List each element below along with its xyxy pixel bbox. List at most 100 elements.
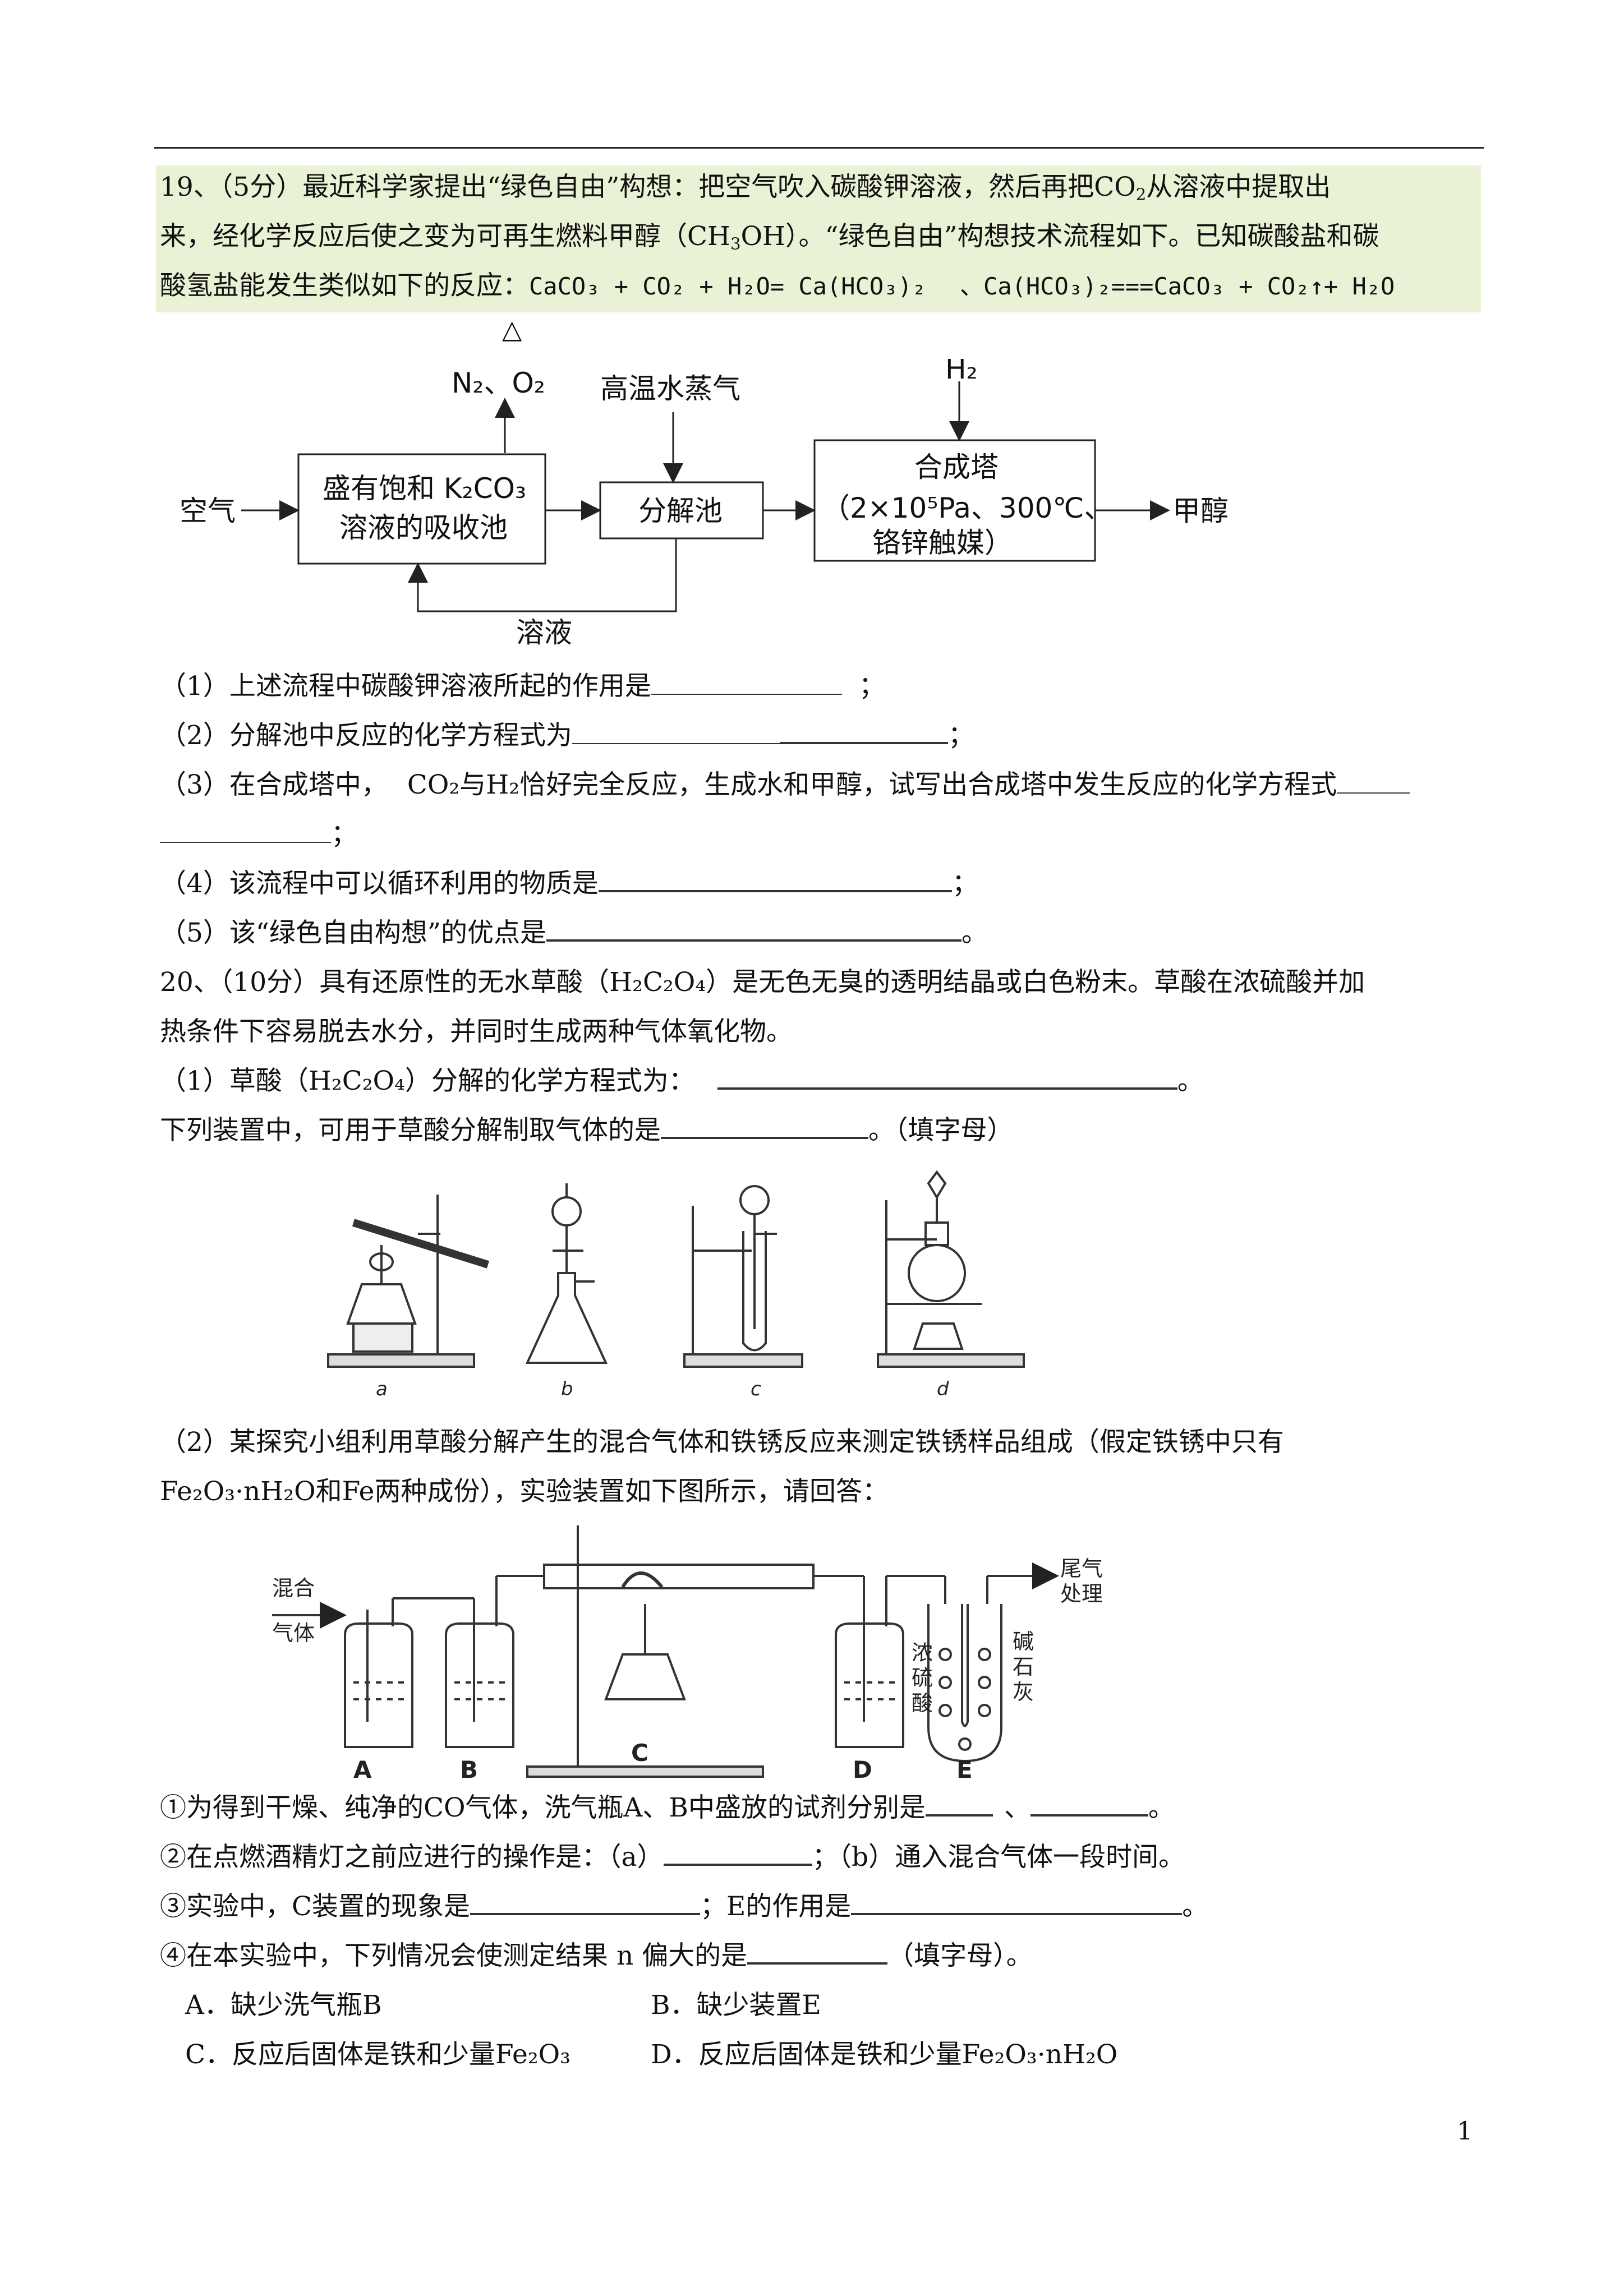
item-4-text-2: （填字母）。 xyxy=(887,1940,1033,1971)
green-freedom-flowchart: 空气 N₂、O₂ 盛有饱和 K₂CO₃ 溶液的吸收池 高温水蒸气 分解池 H₂ … xyxy=(180,359,1229,649)
q19-line-2: 来，经化学反应后使之变为可再生燃料甲醇（CH3OH）。“绿色自由”构想技术流程如… xyxy=(160,212,1481,268)
q19-line-3: 酸氢盐能发生类似如下的反应：CaCO₃ + CO₂ + H₂O= Ca(HCO₃… xyxy=(160,261,1481,311)
item-3-text: ③实验中，C装置的现象是 xyxy=(160,1891,470,1922)
tower-label-3: 铬锌触媒） xyxy=(872,527,1013,559)
heat-symbol: △ xyxy=(502,314,522,344)
punctuation: 。 xyxy=(1148,1792,1175,1823)
punctuation: 。 xyxy=(1182,1891,1209,1922)
q19-sub-2-text: （2）分解池中反应的化学方程式为 xyxy=(160,720,572,751)
answer-blank[interactable] xyxy=(717,1059,1177,1090)
reaction-tube-c xyxy=(526,1525,815,1778)
q19-sub-5-text: （5）该“绿色自由构想”的优点是 xyxy=(160,918,546,948)
n2-o2-label: N₂、O₂ xyxy=(452,367,545,399)
q20-sub-1-text: （1）草酸（H₂C₂O₄）分解的化学方程式为： xyxy=(160,1066,695,1096)
q20-item-1: ①为得到干燥、纯净的CO气体，洗气瓶A、B中盛放的试剂分别是、。 xyxy=(160,1783,1481,1833)
answer-blank[interactable] xyxy=(747,1934,888,1965)
punctuation: ； xyxy=(951,868,978,899)
q20-item-2: ②在点燃酒精灯之前应进行的操作是：（a） ；（b）通入混合气体一段时间。 xyxy=(160,1833,1481,1882)
mixed-gas-label-2: 气体 xyxy=(272,1621,315,1645)
page-number: 1 xyxy=(1457,2117,1473,2146)
option-c[interactable]: C．反应后固体是铁和少量Fe₂O₃ xyxy=(185,2039,571,2070)
conc-sulfuric-acid-2: 硫 xyxy=(912,1666,933,1690)
tail-gas-label-2: 处理 xyxy=(1060,1582,1103,1606)
punctuation: 。 xyxy=(1177,1066,1204,1096)
item-1-text: ①为得到干燥、纯净的CO气体，洗气瓶A、B中盛放的试剂分别是 xyxy=(160,1792,926,1823)
top-rule xyxy=(154,147,1484,149)
tower-label-2: （2×10⁵Pa、300℃、 xyxy=(822,492,1112,524)
q19-text: 从溶液中提取出 xyxy=(1146,172,1331,202)
q19-sub-1: （1）上述流程中碳酸钾溶液所起的作用是； xyxy=(160,662,1481,711)
q19-text: 19、（5分）最近科学家提出“绿色自由”构想：把空气吹入碳酸钾溶液，然后再把 xyxy=(160,172,1094,202)
u-tube-e xyxy=(927,1604,1002,1763)
methanol-label: 甲醇 xyxy=(1172,495,1229,527)
q20-sub-2-line-1: （2）某探究小组利用草酸分解产生的混合气体和铁锈反应来测定铁锈样品组成（假定铁锈… xyxy=(160,1427,1284,1458)
punctuation: ； xyxy=(858,671,885,702)
label-b: b xyxy=(561,1378,573,1400)
wash-bottle-b xyxy=(445,1576,514,1748)
answer-blank[interactable] xyxy=(663,1836,812,1866)
absorber-label-2: 溶液的吸收池 xyxy=(339,511,508,544)
q19-sub-3: （3）在合成塔中， CO₂与H₂恰好完全反应，生成水和甲醇，试写出合成塔中发生反应… xyxy=(160,760,1481,810)
label-D: D xyxy=(853,1756,872,1783)
soda-lime-1: 碱 xyxy=(1013,1629,1034,1654)
q20-sub-2-line-2: Fe₂O₃·nH₂O和Fe两种成份），实验装置如下图所示，请回答： xyxy=(160,1476,889,1507)
label-C: C xyxy=(631,1739,648,1767)
decomposer-label: 分解池 xyxy=(638,495,723,527)
punctuation: ； xyxy=(331,819,357,850)
tail-gas-label-1: 尾气 xyxy=(1060,1556,1103,1581)
answer-blank[interactable] xyxy=(598,862,952,892)
option-b[interactable]: B．缺少装置E xyxy=(651,1990,821,2021)
q20-device-question: 下列装置中，可用于草酸分解制取气体的是 。（填字母） xyxy=(160,1106,1481,1155)
soda-lime-2: 石 xyxy=(1013,1654,1034,1679)
steam-label: 高温水蒸气 xyxy=(600,372,740,405)
answer-blank[interactable] xyxy=(851,1885,1183,1915)
apparatus-d xyxy=(877,1170,1025,1368)
apparatus-c xyxy=(683,1185,803,1368)
solution-label: 溶液 xyxy=(516,616,572,649)
answer-blank[interactable] xyxy=(925,1786,993,1816)
q20-line-2: 热条件下容易脱去水分，并同时生成两种气体氧化物。 xyxy=(160,1016,793,1047)
punctuation: ； xyxy=(947,720,974,751)
q19-text: 来，经化学反应后使之变为可再生燃料甲醇（CH xyxy=(160,221,730,252)
item-2-text: ②在点燃酒精灯之前应进行的操作是：（a） xyxy=(160,1842,664,1873)
apparatus-b xyxy=(525,1183,608,1364)
device-question-end: 。（填字母） xyxy=(868,1115,1014,1146)
punctuation: 。 xyxy=(961,918,988,948)
q20-item-4: ④在本实验中，下列情况会使测定结果 n 偏大的是（填字母）。 xyxy=(160,1931,1481,1981)
answer-blank[interactable] xyxy=(1337,764,1410,794)
answer-blank[interactable] xyxy=(470,1885,700,1915)
answer-blank[interactable] xyxy=(1030,1786,1148,1816)
mixed-gas-label-1: 混合 xyxy=(272,1576,315,1601)
subscript: 3 xyxy=(730,234,741,253)
answer-blank[interactable] xyxy=(661,1109,868,1139)
question-19-highlight xyxy=(156,165,1481,312)
label-A: A xyxy=(353,1756,372,1783)
conc-sulfuric-acid-1: 浓 xyxy=(912,1640,933,1665)
apparatus-options-figure: a b c d xyxy=(327,1170,1025,1400)
absorber-label-1: 盛有饱和 K₂CO₃ xyxy=(323,472,526,505)
answer-blank[interactable] xyxy=(546,911,961,942)
apparatus-a xyxy=(327,1195,490,1368)
conc-sulfuric-acid-3: 酸 xyxy=(912,1691,933,1716)
wash-bottle-a xyxy=(344,1598,413,1748)
q19-text: OH）。“绿色自由”构想技术流程如下。已知碳酸盐和碳 xyxy=(740,221,1379,252)
option-d[interactable]: D．反应后固体是铁和少量Fe₂O₃·nH₂O xyxy=(651,2039,1118,2070)
item-2-text-2: ；（b）通入混合气体一段时间。 xyxy=(812,1842,1185,1873)
q19-line-1: 19、（5分）最近科学家提出“绿色自由”构想：把空气吹入碳酸钾溶液，然后再把CO… xyxy=(160,163,1481,219)
q19-sub-3-text-2: CO₂与H₂恰好完全反应，生成水和甲醇，试写出合成塔中发生反应的化学方程式 xyxy=(407,769,1337,800)
answer-blank[interactable] xyxy=(572,715,780,744)
q19-text: 酸氢盐能发生类似如下的反应： xyxy=(160,270,529,301)
device-question-text: 下列装置中，可用于草酸分解制取气体的是 xyxy=(160,1115,661,1146)
label-E: E xyxy=(956,1756,973,1783)
subscript: 2 xyxy=(1135,185,1147,204)
wash-bottle-d xyxy=(835,1576,904,1748)
label-d: d xyxy=(937,1378,949,1400)
separator: 、 xyxy=(960,273,984,300)
answer-blank[interactable] xyxy=(779,714,948,744)
q19-sub-3-text: （3）在合成塔中， xyxy=(160,769,388,800)
answer-blank[interactable] xyxy=(651,666,842,695)
q19-sub-2: （2）分解池中反应的化学方程式为 ； xyxy=(160,711,1481,760)
answer-blank[interactable] xyxy=(160,814,331,843)
option-a[interactable]: A．缺少洗气瓶B xyxy=(185,1990,382,2021)
